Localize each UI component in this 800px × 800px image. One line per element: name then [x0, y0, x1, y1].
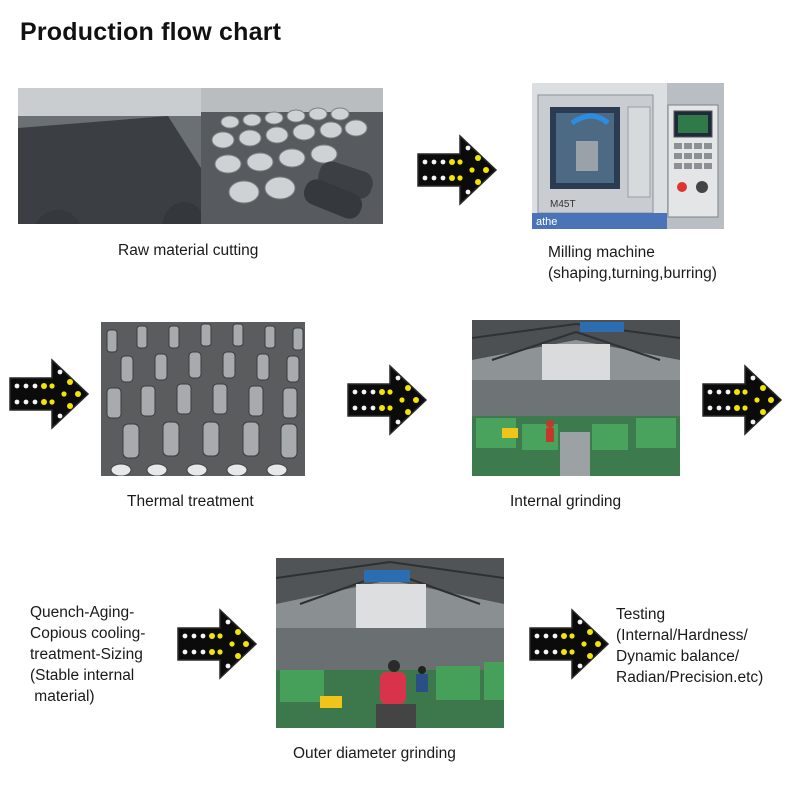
- flow-arrow-icon: [8, 358, 90, 430]
- svg-text:M45T: M45T: [550, 199, 576, 210]
- flow-arrow-icon: [528, 608, 610, 680]
- raw-material-photo: [18, 88, 383, 224]
- milling-machine-photo: M45T athe: [532, 83, 724, 229]
- flow-arrow-icon: [416, 134, 498, 206]
- step-caption-raw-material: Raw material cutting: [118, 242, 259, 259]
- svg-text:athe: athe: [536, 216, 557, 228]
- step-caption-outer-grinding: Outer diameter grinding: [293, 745, 456, 762]
- step-caption-milling: Milling machine (shaping,turning,burring…: [548, 244, 717, 282]
- heat-process-note: Quench-Aging- Copious cooling- treatment…: [30, 604, 146, 705]
- page-title: Production flow chart: [20, 18, 282, 46]
- flow-arrow-icon: [176, 608, 258, 680]
- flow-arrow-icon: [346, 364, 428, 436]
- internal-grinding-photo: [472, 320, 680, 476]
- thermal-treatment-photo: [101, 322, 305, 476]
- flow-arrow-icon: [701, 364, 783, 436]
- step-caption-internal-grinding: Internal grinding: [510, 493, 622, 510]
- step-caption-testing: Testing (Internal/Hardness/ Dynamic bala…: [616, 606, 764, 686]
- step-caption-thermal: Thermal treatment: [127, 493, 254, 510]
- outer-diameter-grinding-photo: [276, 558, 504, 728]
